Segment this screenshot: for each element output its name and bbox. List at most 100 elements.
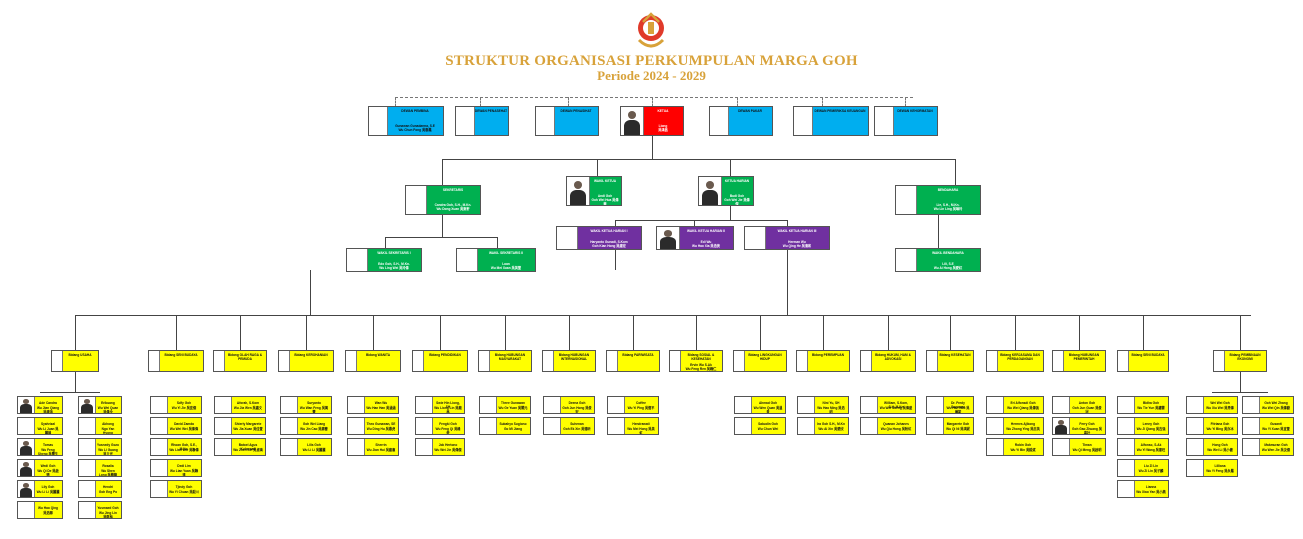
member-name: Ngo Yan Hyong [101, 426, 115, 435]
photo-placeholder [1118, 351, 1129, 371]
photo-placeholder [734, 351, 745, 371]
photo-placeholder [1118, 397, 1135, 413]
member-name: Gusanti [1270, 421, 1282, 426]
box-heading: DEWAN PEMERIKSA KEUANGAN [814, 109, 866, 113]
member-name: Wu Wei Qiang 吳偉強 [1007, 405, 1039, 410]
member-name: Lilis Goh [307, 442, 321, 447]
member-name: Wu Qi Ni 吳琪妮 [946, 426, 970, 431]
photo-placeholder [1053, 439, 1070, 455]
photo-placeholder [735, 397, 752, 413]
box-member-name: Wu Ai Hong 吳愛紅 [933, 266, 963, 271]
member-name: Ira Goh S.H., M.Kn [817, 421, 845, 426]
member-name: Batoel Agus Kuloswati [238, 442, 258, 451]
member-name: Hendri [102, 484, 114, 489]
connector-line [40, 392, 100, 393]
member-name: Wedi Goh [40, 463, 56, 468]
photo-placeholder [1118, 418, 1135, 434]
photo-placeholder [151, 439, 168, 455]
member-name: Wu Jing Lin 吳敬林 [98, 510, 117, 519]
member-name: Tomas [42, 442, 54, 447]
member-name: Wu Yi Bin 吳毅斌 [1010, 447, 1036, 452]
photo-placeholder [151, 418, 168, 434]
connector-line [1079, 315, 1080, 350]
photo-placeholder [797, 351, 808, 371]
box-heading: WAKIL KETUA HARIAN II [687, 229, 725, 233]
member-name: Eri Alfonsdi Goh [1010, 400, 1036, 405]
connector-line [1143, 315, 1144, 350]
box-member-name: Loan [502, 262, 510, 267]
member-name: Quanan Johanes [883, 421, 909, 426]
member-name: Wu Ai Xin 吳愛欣 [818, 426, 844, 431]
photo-placeholder [456, 107, 475, 135]
photo-placeholder [798, 397, 815, 413]
member-name: Anton Goh [1078, 400, 1096, 405]
box-member-name: Ervin Wu S.Ak [690, 363, 712, 368]
box-heading: SEKRETARIS [442, 188, 464, 192]
box-heading: Bidang HUBUNGAN INTERNASIONAL [558, 353, 590, 361]
connector-line [306, 315, 307, 350]
box-heading: Bidang PENDIDIKAN [429, 353, 461, 357]
member-name: Wu Jian Hui 吳建惠 [366, 447, 396, 452]
box-heading: Bidang HUBUNGAN MASYARAKAT [494, 353, 526, 361]
member-name: Wu Feng Qi 吳峰奇 [435, 426, 461, 435]
box-member-name: Lie, S.H., M.Kn. [936, 202, 960, 207]
photo-placeholder [794, 107, 813, 135]
box-heading: Bidang PEMBINAAN EKONOMI [1229, 353, 1261, 361]
member-name: Alfonso, S.Ak [1140, 442, 1162, 447]
org-box-b_internasional: Bidang HUBUNGAN INTERNASIONAL [542, 350, 596, 372]
connector-line [888, 315, 889, 350]
connector-line [737, 97, 739, 107]
connector-line [176, 315, 177, 350]
member-name: Akhong [102, 421, 114, 426]
photo-placeholder [52, 351, 63, 371]
box-heading: DEWAN KEHORMATAN [897, 109, 933, 113]
photo-placeholder [480, 418, 497, 434]
box-member-name: Goh Kian Hong 吳建宏 [592, 244, 626, 249]
photo-placeholder [1187, 439, 1204, 455]
member-name: Goh Gao Zhuang 吳高壯 [1072, 426, 1102, 435]
photo-placeholder [79, 481, 96, 497]
org-box-kehormatan: DEWAN KEHORMATAN [874, 106, 938, 136]
member-name: Wu Han Han 吳涵涵 [366, 405, 396, 410]
member-name: Timan [1082, 442, 1092, 447]
photo-placeholder [607, 351, 618, 371]
member-name: Wu Li Li 吳麗麗 [36, 489, 60, 494]
connector-line [955, 159, 956, 186]
member-name: Coffee [636, 400, 646, 405]
photo-placeholder [479, 351, 490, 371]
connector-line [696, 315, 697, 350]
member-name: Suhenan [570, 421, 584, 426]
connector-line [760, 315, 761, 350]
org-box-b_lingkungan: Bidang LINGKUNGAN HIDUP [733, 350, 787, 372]
box-member-name: Wu Ling Wei 吳玲偉 [379, 266, 409, 271]
member-name: Wu Yi Wang 吳意旺 [1136, 447, 1166, 452]
connector-line [615, 220, 616, 227]
box-heading: KETUA HARIAN [724, 179, 750, 183]
photo-placeholder [347, 249, 368, 271]
photo-placeholder [544, 418, 561, 434]
member-name: Go Mi Jiang [503, 426, 523, 431]
box-member-name: Wu Mei Xuan 吳美萱 [490, 266, 522, 271]
box-member-name: Herman Wu [788, 240, 806, 245]
